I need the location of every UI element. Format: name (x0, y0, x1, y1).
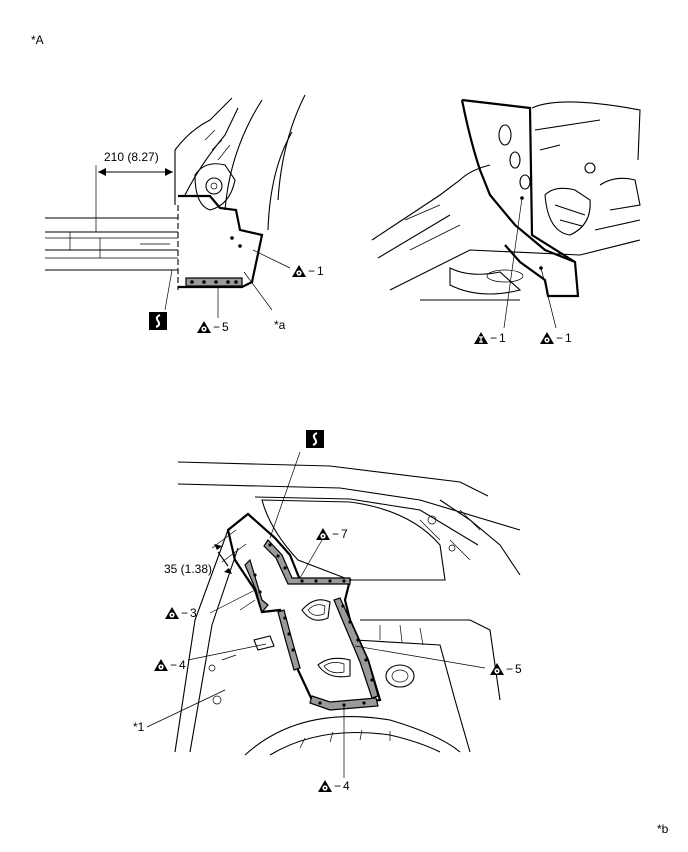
plug-weld-marker: −1 (474, 331, 506, 345)
plug-weld-icon (474, 332, 488, 344)
spot-weld-icon (165, 607, 179, 619)
view-label: *A (31, 33, 44, 47)
spot-weld-icon (318, 780, 332, 792)
spot-weld-marker: −4 (318, 779, 350, 793)
spot-weld-marker: −1 (292, 264, 324, 278)
top-left-view (45, 94, 306, 318)
spot-weld-marker: −3 (165, 606, 197, 620)
top-right-view (371, 98, 641, 329)
cut-section-icon (149, 312, 167, 330)
spot-weld-marker: −4 (154, 658, 186, 672)
dimension-bottom: 35 (1.38) (164, 562, 213, 576)
dimension-top-left: 210 (8.27) (104, 150, 159, 164)
spot-weld-marker: −5 (197, 320, 229, 334)
spot-weld-marker: −7 (316, 527, 348, 541)
spot-weld-marker: −1 (540, 331, 572, 345)
spot-weld-icon (154, 659, 168, 671)
spot-weld-icon (540, 332, 554, 344)
spot-weld-icon (197, 321, 211, 333)
callout-1: *1 (133, 720, 145, 734)
callout-b: *b (657, 822, 669, 836)
spot-weld-icon (292, 265, 306, 277)
bottom-view (146, 451, 521, 778)
callout-a: *a (274, 318, 286, 332)
spot-weld-icon (490, 663, 504, 675)
cut-section-icon (306, 430, 324, 448)
spot-weld-icon (316, 528, 330, 540)
spot-weld-marker: −5 (490, 662, 522, 676)
